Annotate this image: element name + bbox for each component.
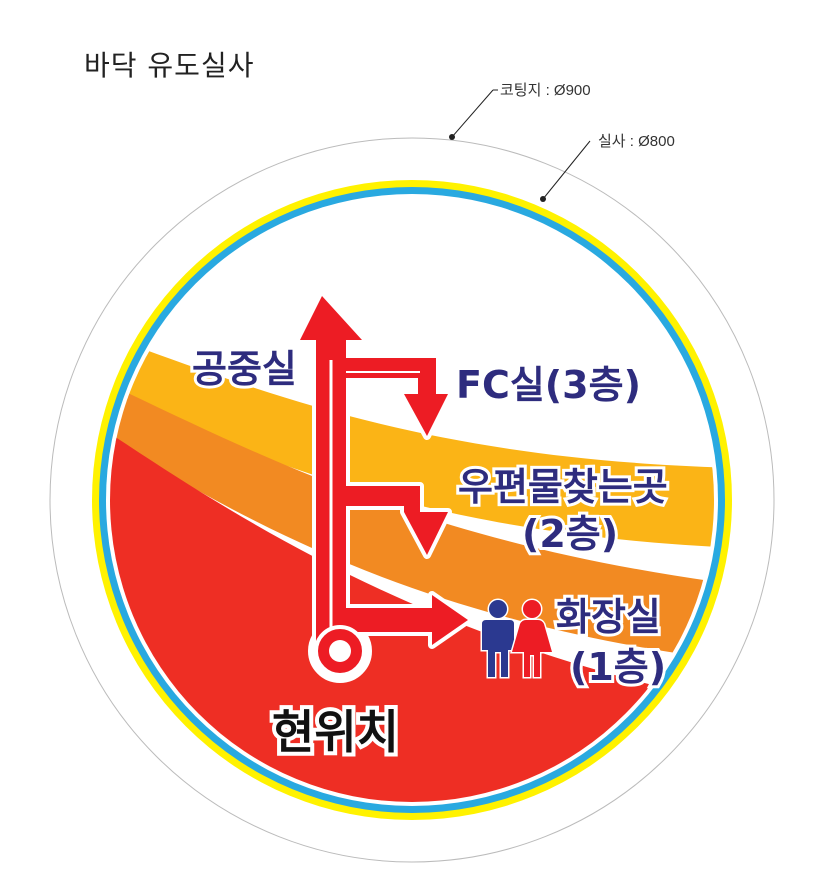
route-arrows xyxy=(296,292,472,683)
left-destination-label: 공중실 xyxy=(192,347,297,391)
post-down-arrow xyxy=(404,506,448,555)
coating-leader-dot xyxy=(449,134,455,140)
toilet-right-arrow xyxy=(346,595,468,645)
fc-room-label: FC실(3층) xyxy=(456,363,641,407)
fc-branch xyxy=(346,358,436,378)
current-location-dot xyxy=(329,640,351,662)
post-branch xyxy=(346,486,420,506)
print-leader-dot xyxy=(540,196,546,202)
coating-dimension-label: 코팅지 : Ø900 xyxy=(500,82,591,99)
print-dimension-label: 실사 : Ø800 xyxy=(598,133,675,150)
post-office-label-line1: 우편물찾는곳 xyxy=(458,465,668,509)
post-office-label-line2: (2층) xyxy=(522,512,618,556)
coating-leader-line xyxy=(451,89,494,138)
print-leader-line xyxy=(542,140,591,200)
fc-down-arrow xyxy=(404,378,448,436)
toilet-label-line2: (1층) xyxy=(570,645,666,689)
female-person-icon xyxy=(510,598,554,679)
page-title: 바닥 유도실사 xyxy=(84,49,255,82)
male-person-icon xyxy=(480,598,516,679)
toilet-label-line1: 화장실 xyxy=(556,595,661,639)
red-area xyxy=(110,420,714,802)
current-location-label: 현위치 xyxy=(272,705,399,759)
amber-band xyxy=(110,330,714,548)
